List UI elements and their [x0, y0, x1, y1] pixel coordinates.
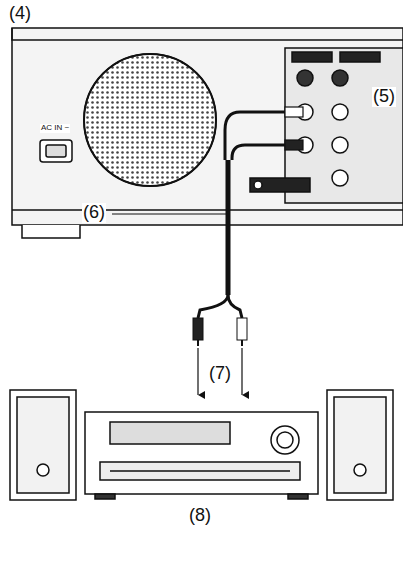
- callout-number: (8): [188, 506, 212, 526]
- audio-cable: [112, 107, 303, 395]
- panel-marking: AC IN ~: [40, 124, 70, 133]
- callout-number: (7): [208, 364, 232, 384]
- callout-number: (4): [8, 4, 32, 24]
- audio-system: [10, 390, 393, 500]
- callout-number: (6): [82, 203, 106, 223]
- callout-number: (5): [372, 87, 396, 107]
- recorder-rear-panel: [12, 28, 403, 238]
